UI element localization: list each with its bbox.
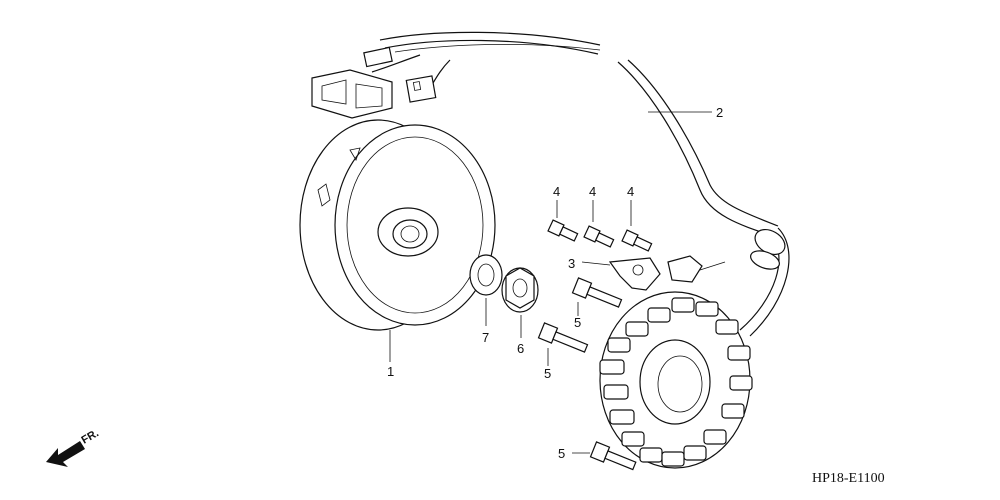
callout-4c: 4 (627, 184, 634, 199)
washer (469, 254, 503, 296)
flywheel (299, 119, 496, 331)
front-direction-indicator: FR. (46, 427, 101, 467)
connector-large (311, 69, 393, 119)
callout-5c: 5 (558, 446, 565, 461)
connector-medium (405, 75, 437, 103)
front-label: FR. (80, 427, 101, 446)
callout-1: 1 (387, 364, 394, 379)
stator-teeth (599, 297, 753, 467)
callout-5b: 5 (544, 366, 551, 381)
clamp (608, 255, 726, 291)
callout-4a: 4 (553, 184, 560, 199)
callout-3: 3 (568, 256, 575, 271)
stator (599, 291, 753, 469)
connector-small (363, 46, 393, 68)
bolts-4 (547, 219, 653, 252)
flange-nut (501, 267, 539, 313)
leader-lines (389, 111, 712, 454)
callout-7: 7 (482, 330, 489, 345)
callout-4b: 4 (589, 184, 596, 199)
callout-2: 2 (716, 105, 723, 120)
callout-6: 6 (517, 341, 524, 356)
front-arrow-icon (46, 441, 85, 467)
bolts-5 (537, 277, 637, 471)
diagram-code: HP18-E1100 (812, 471, 885, 486)
callout-5a: 5 (574, 315, 581, 330)
